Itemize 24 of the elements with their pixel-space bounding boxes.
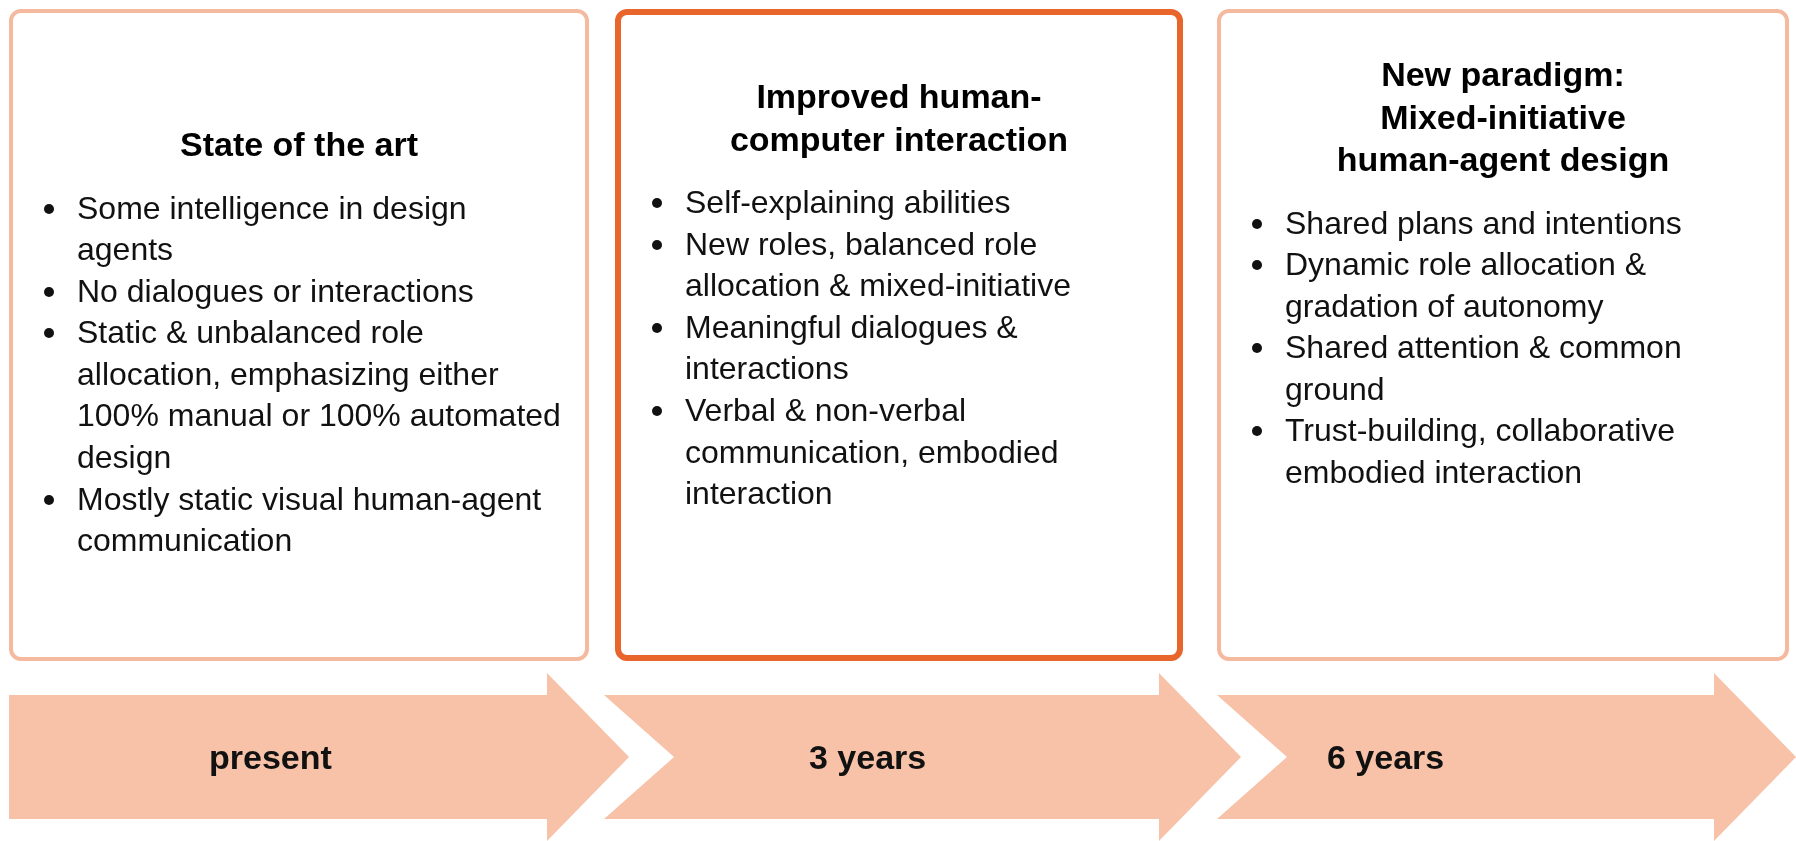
chevron-band <box>1217 673 1796 841</box>
bullet-item: Self-explaining abilities <box>685 182 1157 224</box>
bullet-item: Mostly static visual human-agent communication <box>77 478 565 562</box>
bullet-item: New roles, balanced role allocation & mixed-initiative <box>685 223 1157 307</box>
chevron-band <box>604 673 1241 841</box>
bullet-item: Static & unbalanced role allocation, emphasizing either 100% manual or 100% automated design <box>77 312 565 479</box>
bullet-item: Verbal & non-verbal communication, embodied interaction <box>685 389 1157 515</box>
bullet-item: Some intelligence in design agents <box>77 187 565 271</box>
arrow-label: 6 years <box>1327 737 1445 777</box>
card-heading: Improved human-computer interaction <box>728 76 1070 160</box>
stage-card <box>1217 9 1789 661</box>
card-heading: State of the art <box>178 124 419 165</box>
bullet-item: Dynamic role allocation & gradation of autonomy <box>1285 244 1765 328</box>
arrow-label: 3 years <box>809 737 927 777</box>
bullet-item: Trust-building, collaborative embodied interaction <box>1285 410 1765 494</box>
card-heading: New paradigm: Mixed-initiative human-agent design <box>1335 54 1671 180</box>
bullet-item: Meaningful dialogues & interactions <box>685 306 1157 390</box>
bullet-item: No dialogues or interactions <box>77 270 565 313</box>
stage-card <box>615 9 1183 661</box>
bullet-item: Shared plans and intentions <box>1285 202 1765 245</box>
chevron-band <box>9 673 629 841</box>
arrow-label: present <box>209 737 332 777</box>
bullet-item: Shared attention & common ground <box>1285 327 1765 411</box>
stage-card <box>9 9 589 661</box>
